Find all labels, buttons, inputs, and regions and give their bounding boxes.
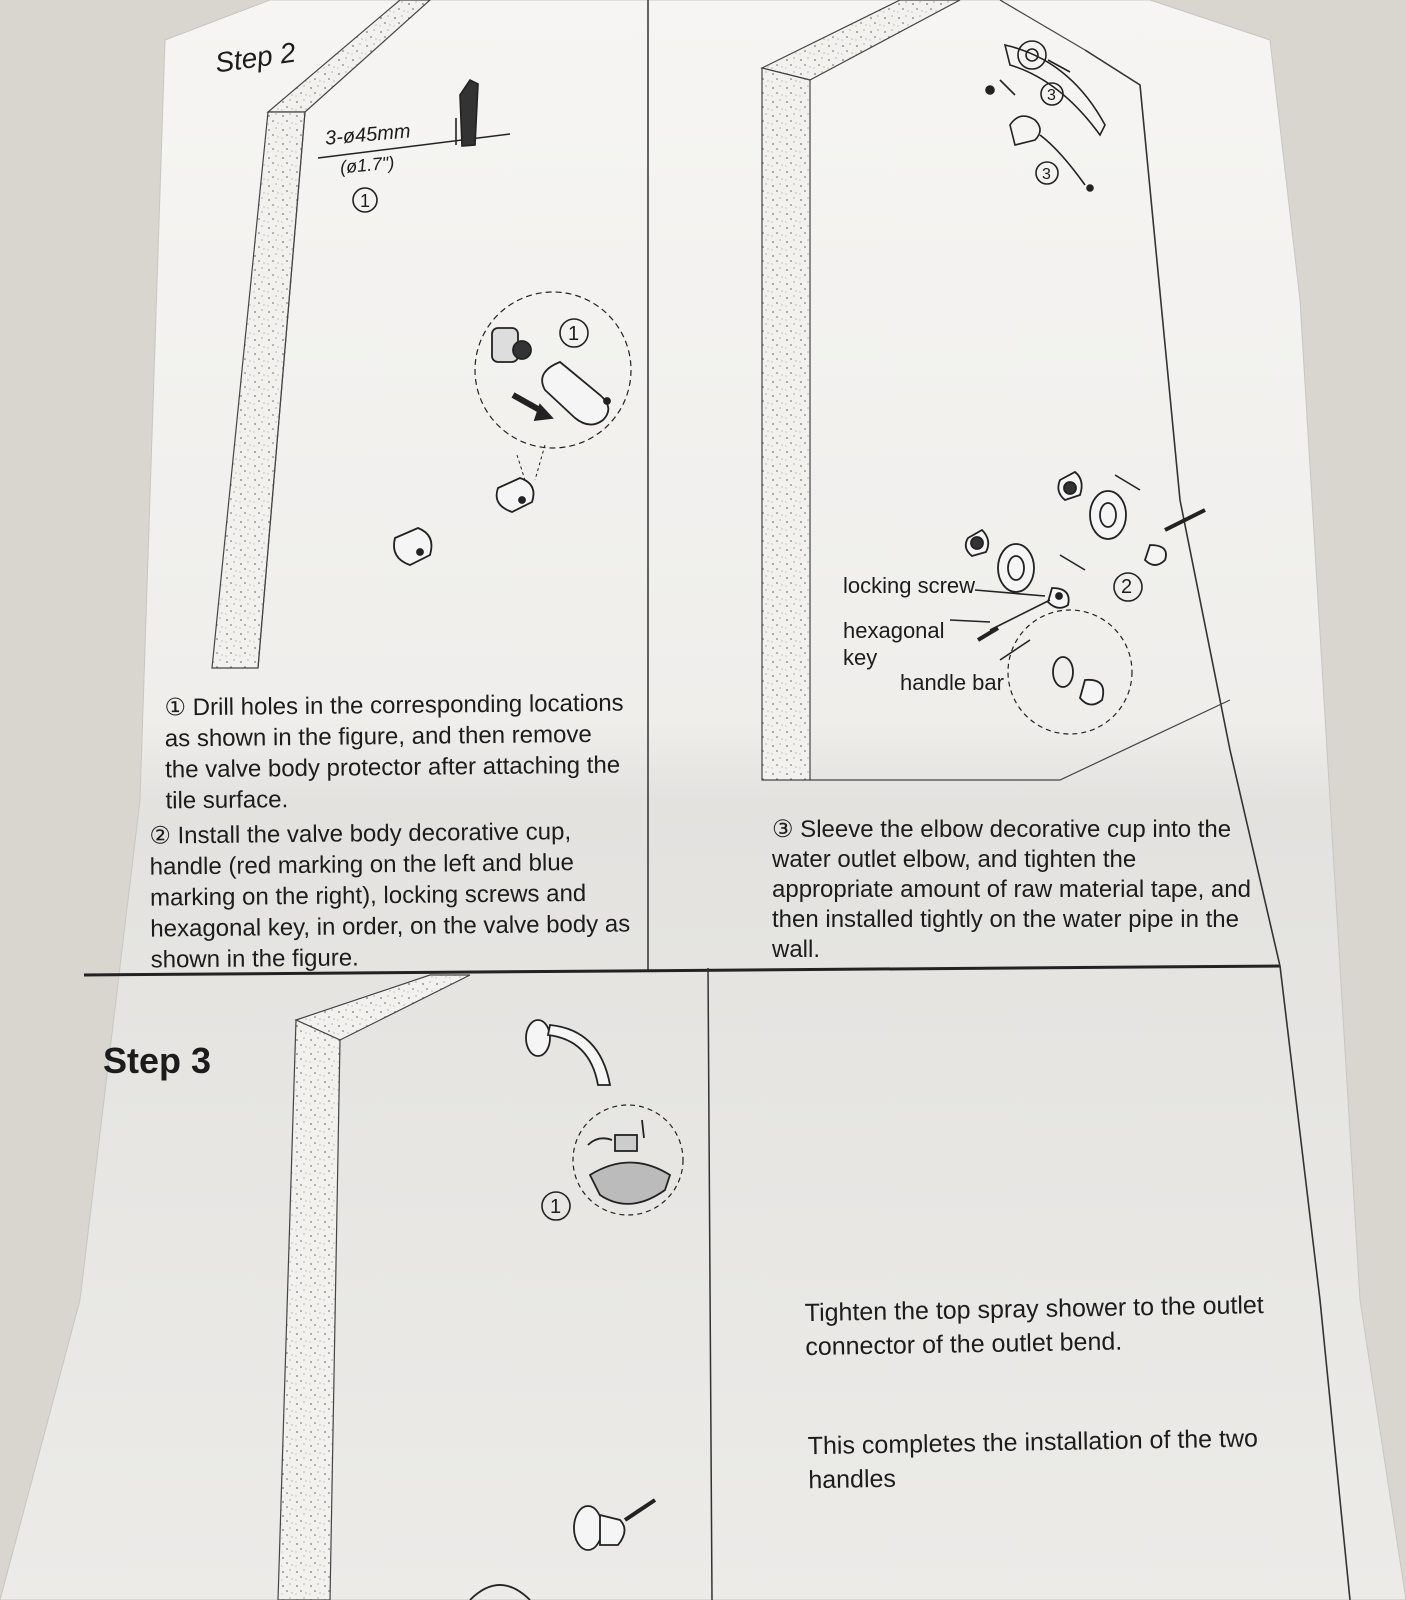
step2-instruction-3: ③ Sleeve the elbow decorative cup into t… xyxy=(772,816,1251,963)
label-handle-bar: handle bar xyxy=(900,670,1004,695)
marker-2: 2 xyxy=(1121,576,1133,598)
label-key: key xyxy=(843,645,878,670)
marker-3b: 3 xyxy=(1042,166,1051,183)
elbow-cup-icon xyxy=(985,40,1106,192)
valve-detail-icon xyxy=(474,291,632,481)
step3-instruction-a: Tighten the top spray shower to the outl… xyxy=(804,1291,1264,1362)
shower-head-icon xyxy=(469,1019,684,1600)
marker-1-step3: 1 xyxy=(550,1196,562,1218)
marker-circle xyxy=(1113,572,1143,602)
label-locking-screw: locking screw xyxy=(843,573,976,598)
arrow-icon xyxy=(949,59,1141,661)
step2-instruction-2: ② Install the valve body decorative cup,… xyxy=(149,818,631,974)
valve-protector-icon xyxy=(393,477,535,566)
drill-dimension-sub: (ø1.7") xyxy=(339,152,396,178)
step3-title: Step 3 xyxy=(103,1040,212,1081)
marker-circle xyxy=(352,187,589,348)
marker-1: 1 xyxy=(360,191,371,211)
marker-3a: 3 xyxy=(1047,87,1056,104)
handle-assembly-icon xyxy=(964,470,1206,735)
drill-dimension-icon xyxy=(317,78,511,159)
step3-instruction-b: This completes the installation of the t… xyxy=(807,1424,1259,1495)
step2-instruction-1: ① Drill holes in the corresponding locat… xyxy=(164,689,624,815)
marker-1-detail: 1 xyxy=(568,323,580,345)
label-hexagonal: hexagonal xyxy=(843,618,945,643)
marker-circle xyxy=(541,1191,571,1221)
